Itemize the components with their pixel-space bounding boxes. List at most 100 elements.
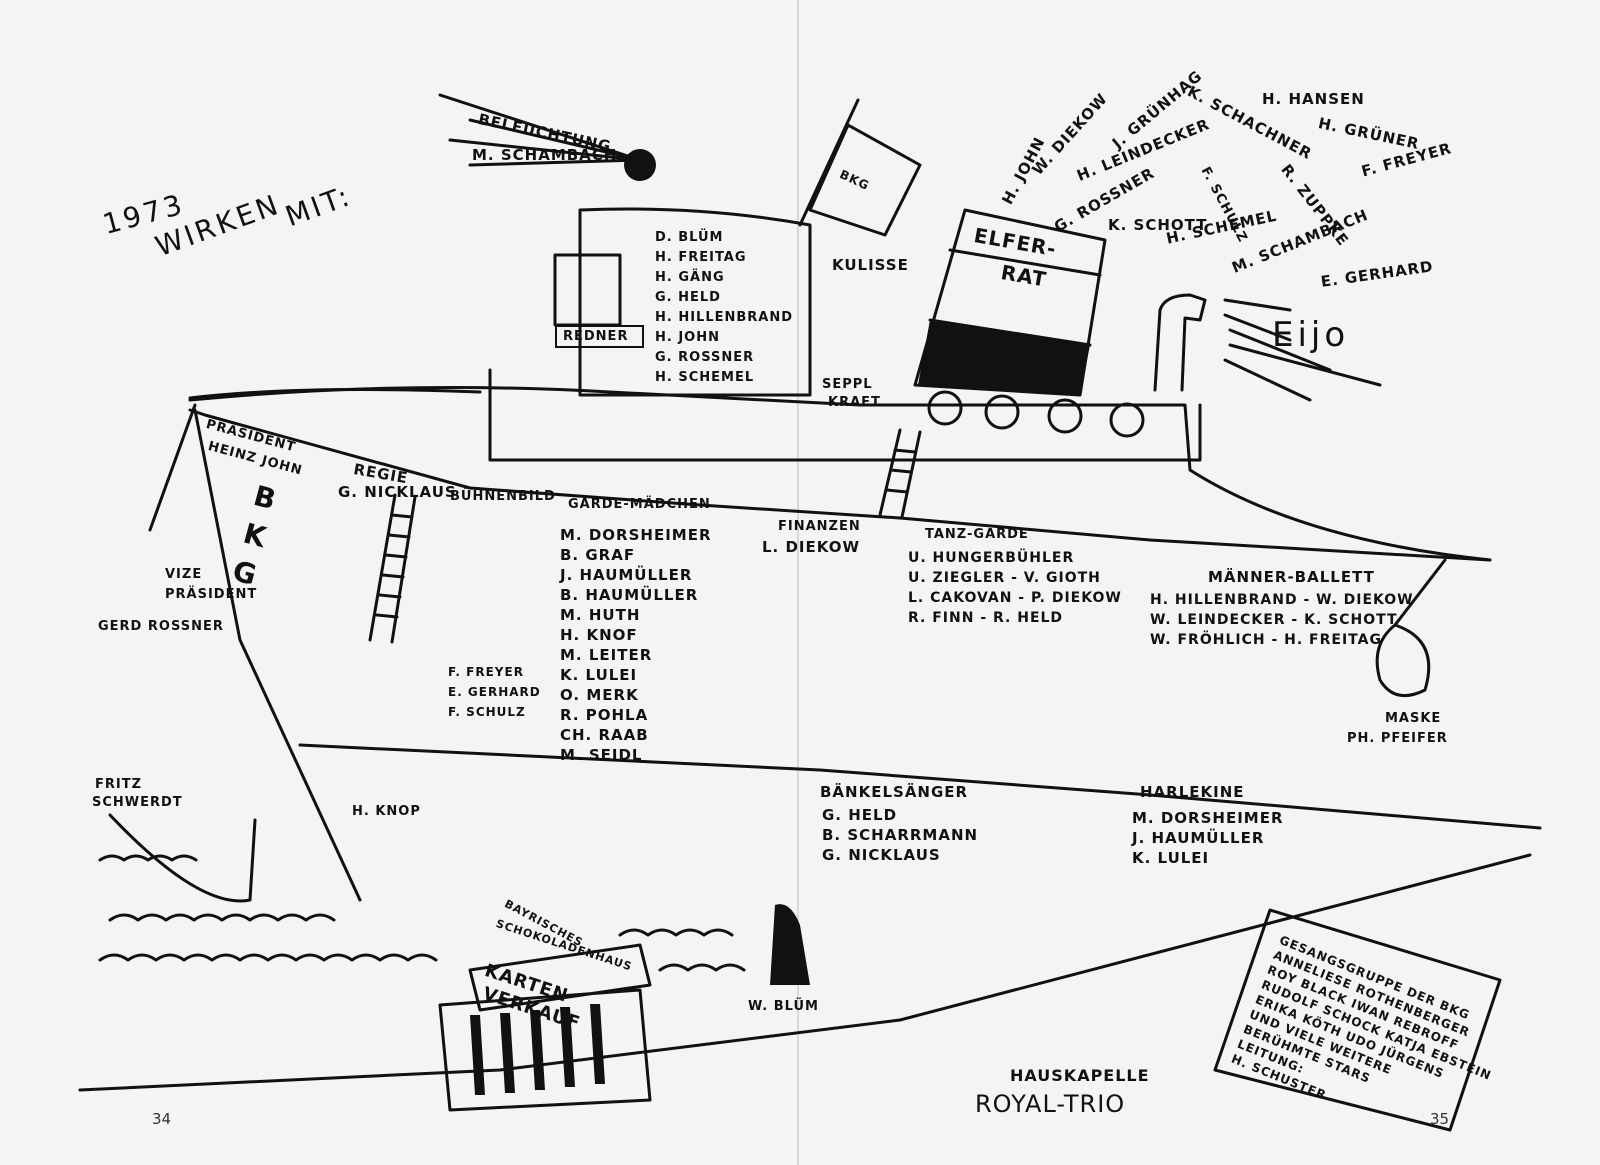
porthole [927,390,963,426]
rowboat [108,813,257,903]
choir-sign-board [1213,908,1502,1132]
harlekine-label: HARLEKINE [1140,783,1245,801]
band-line1: HAUSKAPELLE [1010,1066,1150,1085]
tanzgarde-names: U. HUNGERBÜHLER U. ZIEGLER - V. GIOTH L.… [908,548,1122,628]
regie-name: G. NICKLAUS [338,483,457,501]
sea-waves [98,854,746,972]
kulisse-name1: SEPPL [822,377,873,392]
buehnenbild-name: F. FREYER [448,665,524,679]
maennerballett-names: H. HILLENBRAND - W. DIEKOW W. LEINDECKER… [1150,590,1414,650]
funnel-band [918,320,1090,395]
tanzgarde-name: U. HUNGERBÜHLER [908,550,1075,566]
speaker-name: G. HELD [655,290,721,305]
page-gutter [797,0,799,1165]
harlekine-name: J. HAUMÜLLER [1132,829,1265,847]
bridge-window [553,253,622,327]
maennerballett-name: W. LEINDECKER - K. SCHOTT [1150,612,1398,628]
tanzgarde-name: R. FINN - R. HELD [908,610,1064,626]
lighting-name: M. SCHAMBACH [472,146,618,164]
mask [1375,558,1447,698]
garde-name: O. MERK [560,686,639,704]
garde-name: K. LULEI [560,666,638,684]
figure-bluem [770,904,810,985]
waterline [298,743,1542,830]
finanzen-label: FINANZEN [778,519,861,534]
porthole [1047,398,1083,434]
harlekine-names: M. DORSHEIMER J. HAUMÜLLER K. LULEI [1132,808,1284,868]
maske-name: PH. PFEIFER [1347,731,1448,746]
finanzen-name: L. DIEKOW [762,538,861,556]
vice-name: GERD ROSSNER [98,619,224,634]
spotlight [624,149,656,181]
speaker-name: H. SCHEMEL [655,370,755,385]
tanzgarde-name: L. CAKOVAN - P. DIEKOW [908,590,1122,606]
garde-name: M. LEITER [560,646,653,664]
exhaust-pipe [1153,293,1207,392]
maennerballett-name: H. HILLENBRAND - W. DIEKOW [1150,592,1414,608]
ladder-regie [368,493,417,644]
garde-name: J. HAUMÜLLER [560,566,693,584]
garde-name: R. POHLA [560,706,649,724]
buehnenbild-names: F. FREYER E. GERHARD F. SCHULZ [448,662,541,722]
kiosk [438,943,652,1112]
kulisse-label: KULISSE [832,256,909,274]
flag-pole [798,98,860,227]
baenkelsaenger-name: B. SCHARRMANN [822,826,979,844]
baenkelsaenger-names: G. HELD B. SCHARRMANN G. NICKLAUS [822,805,978,865]
steam-lines [1223,298,1382,402]
kulisse-name2: KRAFT [828,395,881,410]
speaker-name: D. BLÜM [655,230,724,245]
band-line2: ROYAL-TRIO [975,1090,1126,1118]
tanzgarde-name: U. ZIEGLER - V. GIOTH [908,570,1101,586]
fritz-line1: FRITZ [95,777,143,792]
tanzgarde-label: TANZ-GARDE [925,527,1029,542]
garde-name: B. GRAF [560,546,636,564]
fritz-line2: SCHWERDT [92,795,183,810]
rope [148,403,197,532]
upper-deck [488,368,1202,462]
buehnenbild-name: F. SCHULZ [448,705,526,719]
baenkelsaenger-name: G. HELD [822,806,898,824]
garde-names: M. DORSHEIMER B. GRAF J. HAUMÜLLER B. HA… [560,525,712,765]
smoke-name: H. HANSEN [1262,90,1365,108]
vice-line1: VIZE [165,567,203,582]
vice-line2: PRÄSIDENT [165,587,258,602]
light-beam [438,93,642,167]
steam-word: Eijo [1272,315,1350,355]
garde-name: M. DORSHEIMER [560,526,712,544]
ladder-deck [878,428,922,519]
buehnenbild-name: E. GERHARD [448,685,541,699]
railing [188,388,482,400]
hull-bow [193,408,362,902]
harlekine-name: M. DORSHEIMER [1132,809,1284,827]
garde-name: H. KNOF [560,626,638,644]
kiosk-stripes [470,1004,605,1095]
quay-line [78,853,1532,1092]
garde-name: CH. RAAB [560,726,649,744]
baenkelsaenger-name: G. NICKLAUS [822,846,941,864]
speaker-name: H. FREITAG [655,250,747,265]
speaker-names: D. BLÜM H. FREITAG H. GÄNG G. HELD H. HI… [655,228,793,388]
bridge [578,207,812,397]
page-number-right: 35 [1430,1110,1450,1128]
knop-label: H. KNOP [352,804,421,819]
speaker-name: G. ROSSNER [655,350,755,365]
speaker-sign: REDNER [555,325,645,348]
garde-name: M. HUTH [560,606,641,624]
buehnenbild-label: BÜHNENBILD [450,489,556,504]
garde-label: GARDE-MÄDCHEN [568,497,711,512]
smoke-name: K. SCHOTT [1108,216,1208,234]
deck-line [188,408,1492,562]
w-bluem-label: W. BLÜM [748,999,819,1014]
speaker-name: H. JOHN [655,330,720,345]
harlekine-name: K. LULEI [1132,849,1210,867]
flag [808,123,922,237]
page-number-left: 34 [152,1110,172,1128]
garde-name: M. SEIDL [560,746,643,764]
garde-name: B. HAUMÜLLER [560,586,699,604]
maennerballett-label: MÄNNER-BALLETT [1208,568,1375,586]
maske-label: MASKE [1385,711,1442,726]
porthole [1109,402,1145,438]
